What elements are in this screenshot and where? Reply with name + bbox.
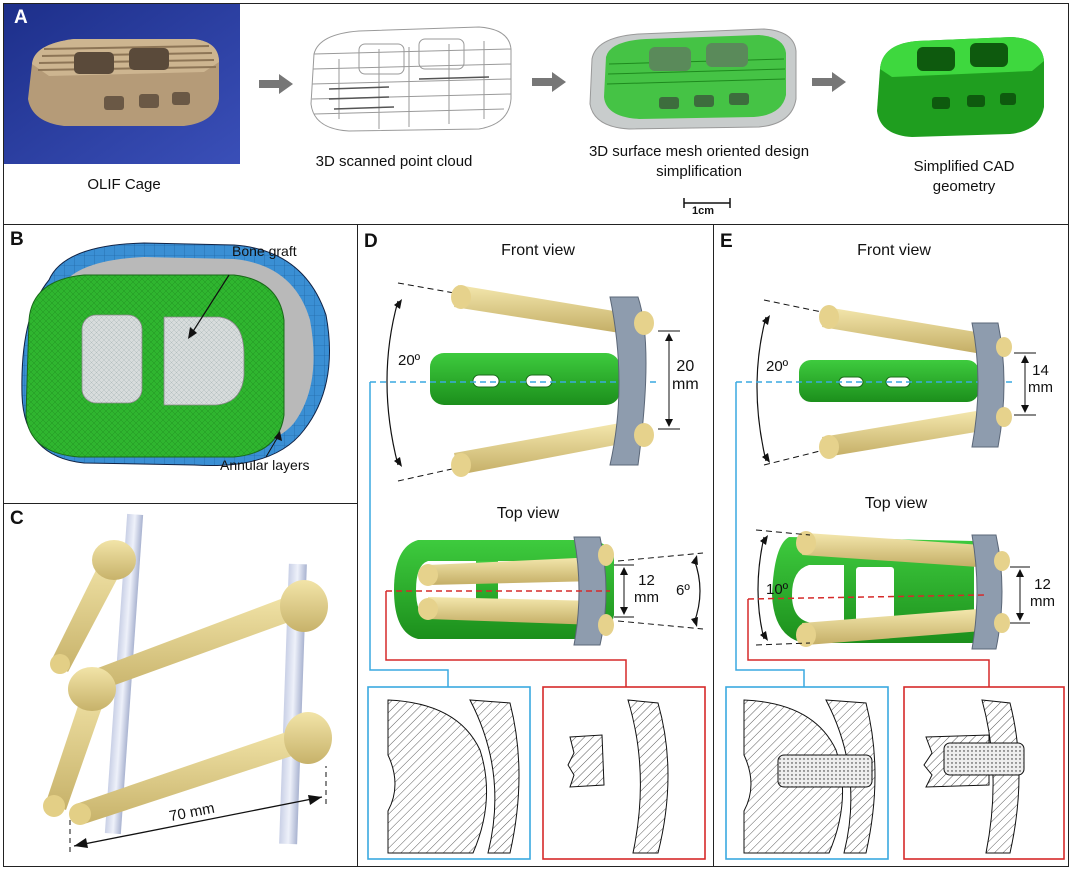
panel-e-label: E [720,231,733,252]
annular-layers-label: Annular layers [220,457,310,473]
panel-e: E Front view Top view [713,224,1069,867]
scale-bar [683,198,731,208]
panel-d-drawing [367,282,706,860]
mesh-caption: 3D surface mesh oriented design simplifi… [564,142,834,181]
front-height-label: 20 mm [672,358,699,393]
arrow-icon [812,72,846,92]
scale-bar-label: 1cm [692,205,715,217]
point-cloud-image [310,26,512,132]
top-view-title: Top view [496,505,560,522]
olif-cage-caption: OLIF Cage [87,176,161,193]
cad-caption-line1: Simplified CAD [913,158,1015,175]
panel-b: B Bone graft Annular layers [3,224,358,504]
panel-c-label: C [10,508,24,529]
top-width-label: 12 mm [634,572,659,606]
top-width-unit: mm [634,588,659,606]
front-height-value: 20 [676,358,695,375]
front-view-title: Front view [857,242,931,259]
panel-c: C 70 mm [3,503,358,867]
mesh-caption-line2: simplification [656,162,742,180]
top-width-value: 12 [1034,576,1051,593]
front-height-label: 14 mm [1028,362,1053,396]
top-width-value: 12 [638,572,655,589]
panel-d-label: D [364,231,378,252]
olif-cage-photo [4,4,240,164]
front-height-unit: mm [1028,378,1053,396]
panel-a-label: A [14,7,28,28]
bone-graft-label: Bone graft [232,243,297,259]
disc-model-image [21,242,330,467]
front-angle-label: 20º [398,352,421,369]
top-width-unit: mm [1030,592,1055,610]
front-height-unit: mm [672,375,699,393]
top-view-title: Top view [864,495,928,512]
cad-caption-line2: geometry [932,177,996,195]
cad-caption: Simplified CAD geometry [894,157,1034,196]
arrow-icon [259,74,293,94]
front-angle-label: 20º [766,358,789,375]
surface-mesh-image [589,28,797,130]
top-width-label: 12 mm [1030,576,1055,610]
panel-a: A OLIF Cage [3,3,1069,225]
simplified-cad-image [877,37,1044,137]
front-view-title: Front view [501,242,575,259]
top-angle-label: 10º [766,581,789,598]
arrow-icon [532,72,566,92]
mesh-caption-line1: 3D surface mesh oriented design [588,143,810,160]
screw-rod-model-image [43,513,332,852]
front-height-value: 14 [1032,362,1049,379]
top-angle-label: 6º [676,582,690,599]
point-cloud-caption: 3D scanned point cloud [315,153,473,170]
panel-b-label: B [10,229,24,250]
panel-e-drawing [725,299,1065,860]
panel-d: D Front view Top view [357,224,714,867]
